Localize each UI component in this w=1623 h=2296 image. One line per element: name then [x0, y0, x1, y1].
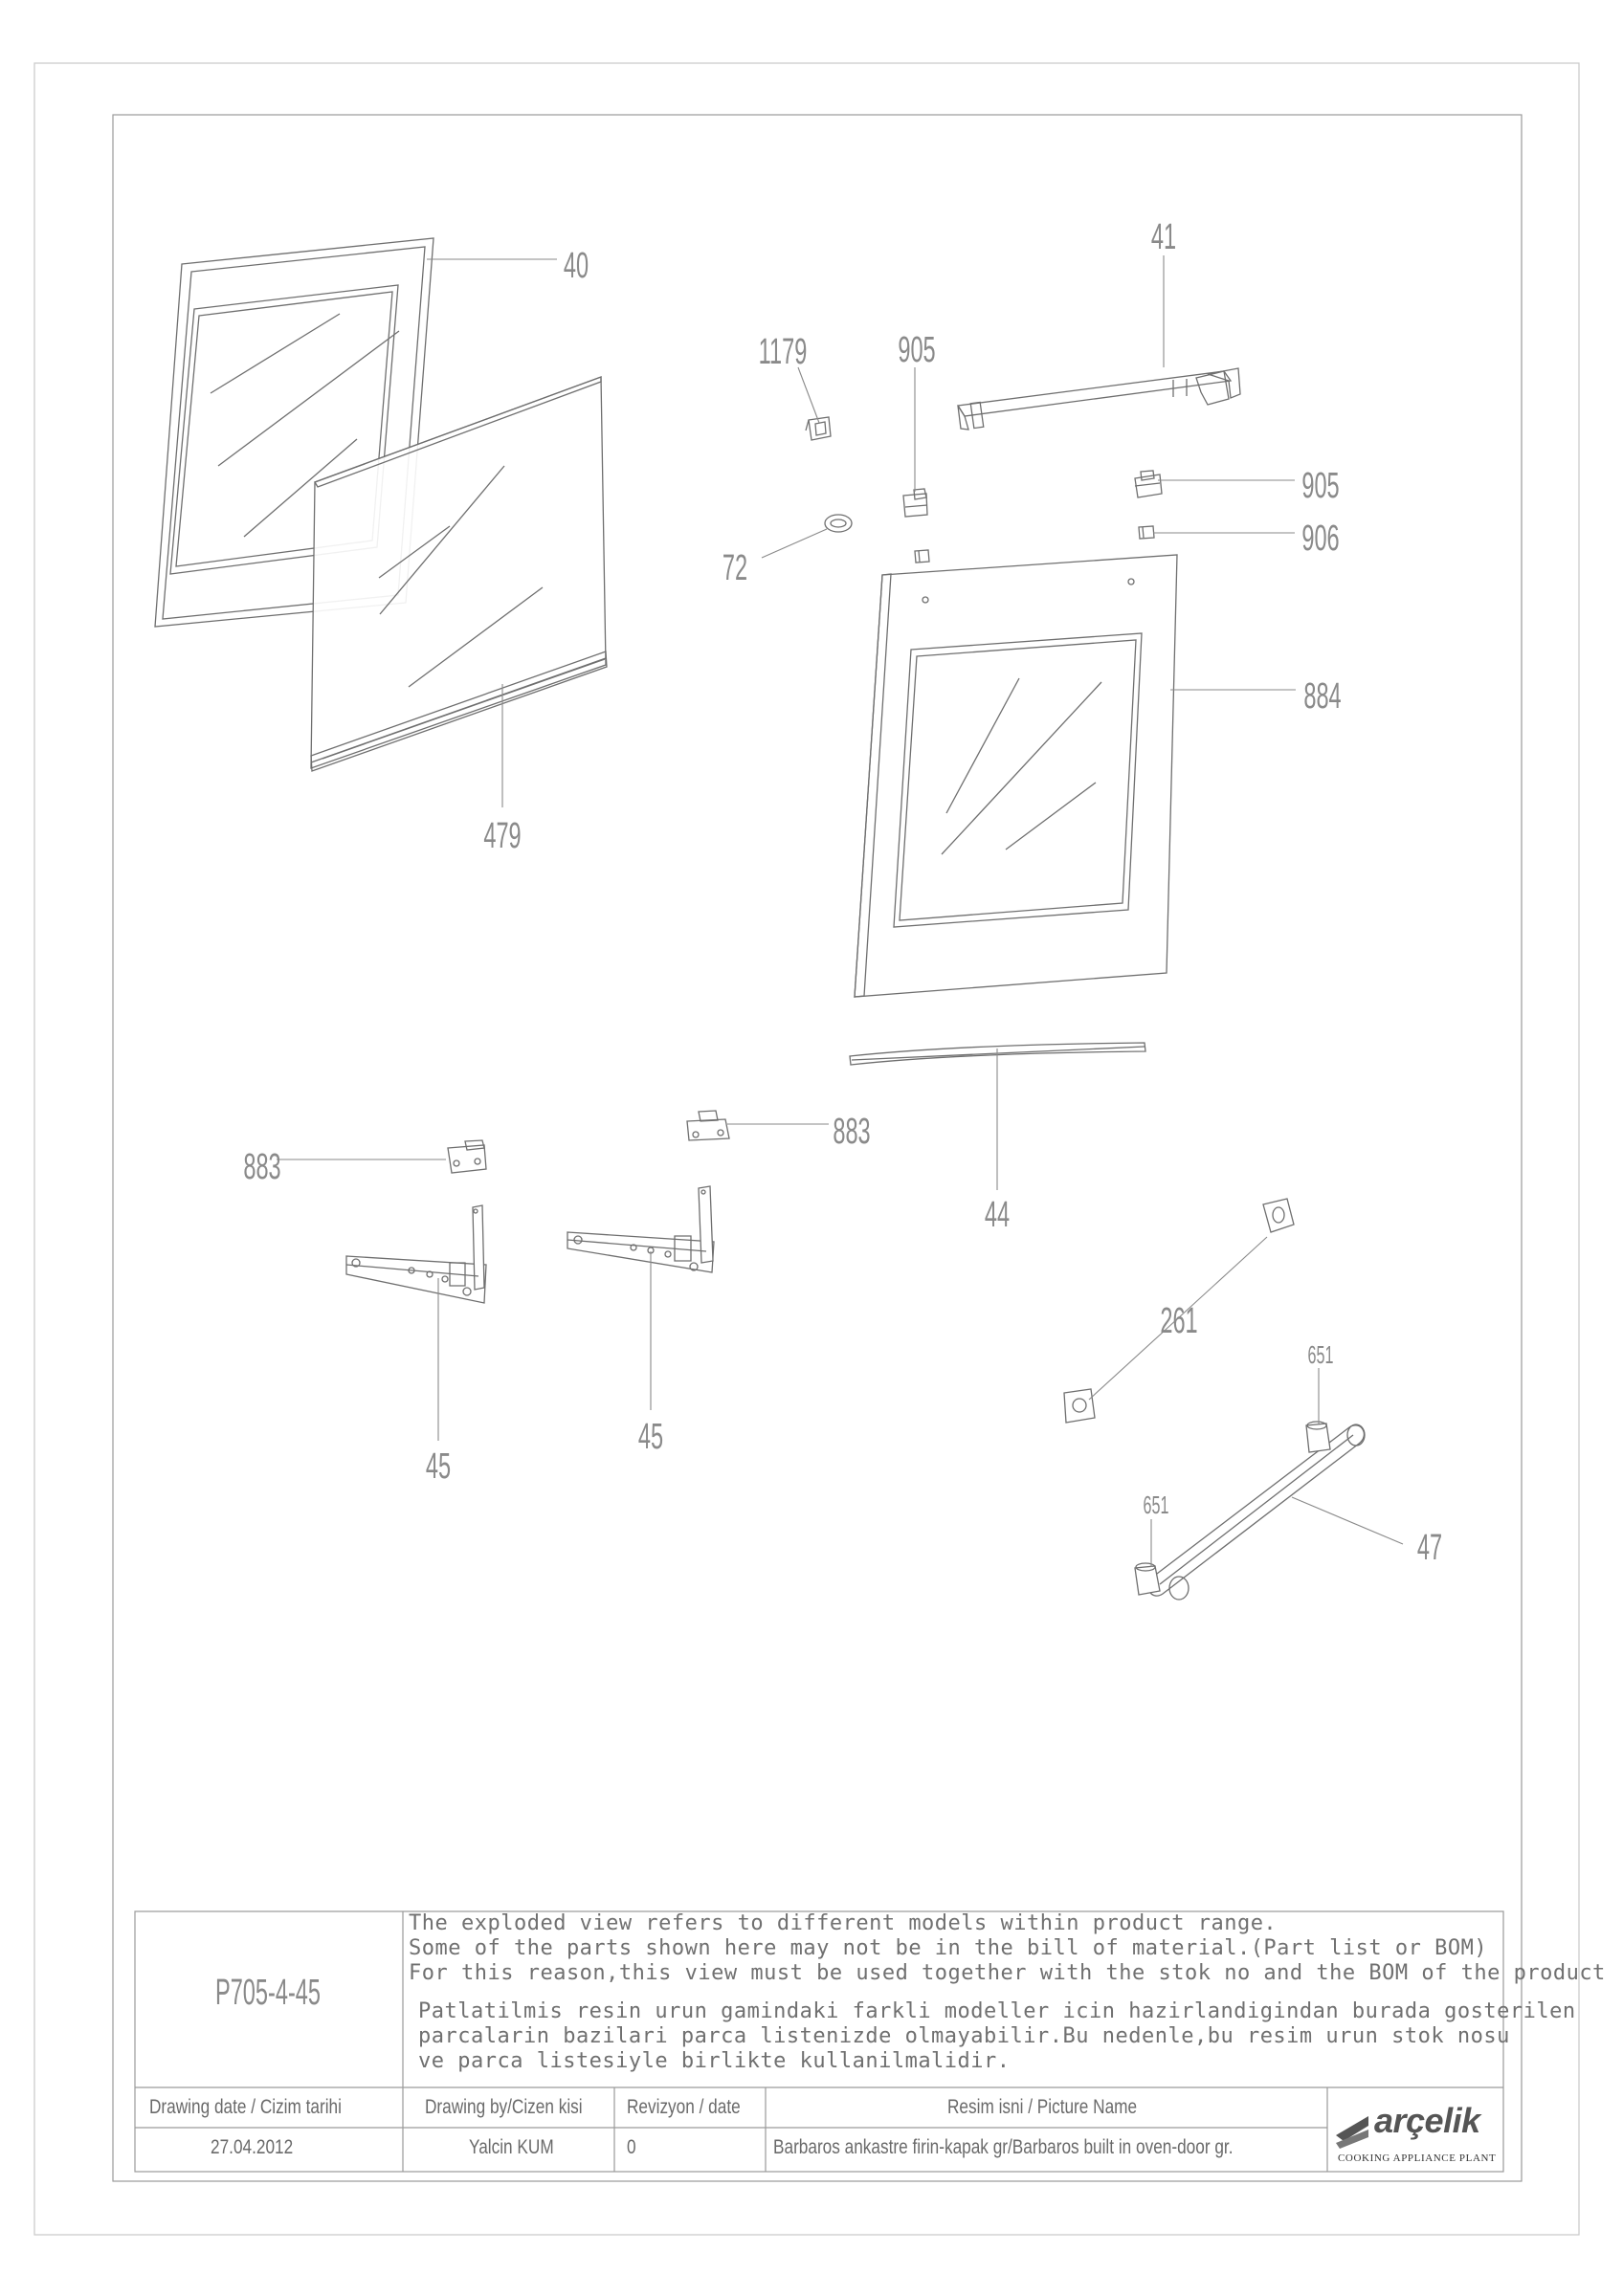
part-905-left-bracket [902, 488, 928, 518]
part-45-left-hinge [345, 1204, 487, 1304]
part-45-right-hinge [567, 1185, 715, 1273]
part-261-lower-spacer [1063, 1388, 1096, 1424]
part-47-handle [1147, 1424, 1366, 1597]
part-1179-clip [805, 416, 832, 441]
header-drawing-date: Drawing date / Cizim tarihi [149, 2096, 342, 2118]
callout-p261: 261 [1160, 1299, 1197, 1340]
part-651-upper-end-cap [1305, 1421, 1331, 1453]
note-tr-line-1: Patlatilmis resin urun gamindaki farkli … [418, 1999, 1576, 2023]
part-72-ring [824, 514, 853, 533]
value-drawing-by: Yalcin KUM [469, 2136, 554, 2158]
arcelik-logo-icon [1336, 2116, 1368, 2149]
callout-p1179: 1179 [759, 330, 808, 371]
callout-p45b: 45 [638, 1415, 663, 1456]
callout-labels: 40 41 1179 905 905 906 72 884 479 44 883 883 45 45 261… [243, 215, 1442, 1567]
leader-lines [277, 255, 1404, 1567]
callout-p905b: 905 [1301, 464, 1339, 505]
part-41-top-profile [956, 367, 1241, 430]
outer-border [33, 62, 1580, 2236]
drawing-code: P705-4-45 [214, 1973, 322, 2013]
callout-p905a: 905 [898, 328, 935, 369]
brand-subtitle: COOKING APPLIANCE PLANT [1338, 2152, 1497, 2164]
note-en-line-3: For this reason,this view must be used t… [409, 1961, 1606, 1985]
callout-p479: 479 [483, 814, 521, 855]
part-883-left-hinge-clip [447, 1139, 487, 1174]
brand-name: arçelik [1374, 2101, 1480, 2140]
part-884-inner-door-frame [854, 554, 1178, 998]
callout-p45a: 45 [426, 1445, 451, 1486]
callout-p47: 47 [1417, 1526, 1442, 1567]
part-906-clip-left [914, 549, 930, 563]
header-picture-name: Resim isni / Picture Name [947, 2096, 1138, 2118]
note-tr-line-2: parcalarin bazilari parca listenizde olm… [418, 2024, 1510, 2048]
callout-p651b: 651 [1144, 1490, 1169, 1519]
callout-p883a: 883 [243, 1145, 280, 1186]
callout-p41: 41 [1151, 215, 1176, 256]
header-drawing-by: Drawing by/Cizen kisi [425, 2096, 583, 2118]
callout-p884: 884 [1303, 674, 1341, 716]
value-drawing-date: 27.04.2012 [211, 2136, 294, 2158]
note-en-line-1: The exploded view refers to different mo… [409, 1911, 1278, 1935]
value-revision: 0 [627, 2136, 636, 2158]
part-883-middle-hinge-clip [686, 1110, 730, 1141]
header-revision: Revizyon / date [627, 2096, 741, 2118]
callout-p44: 44 [985, 1193, 1010, 1234]
part-905-right-bracket [1134, 470, 1163, 498]
part-261-upper-spacer [1262, 1198, 1295, 1233]
part-651-lower-end-cap [1134, 1562, 1189, 1601]
callout-p40: 40 [564, 244, 589, 285]
callout-p906: 906 [1301, 517, 1339, 558]
note-en-line-2: Some of the parts shown here may not be … [409, 1936, 1488, 1960]
value-picture-name: Barbaros ankastre firin-kapak gr/Barbaro… [773, 2136, 1234, 2158]
title-block-grid [134, 1910, 1504, 2173]
part-479-inner-glass [310, 376, 608, 772]
callout-p651a: 651 [1308, 1340, 1334, 1369]
callout-p883b: 883 [833, 1110, 870, 1151]
inner-border [112, 114, 1523, 2182]
callout-p72: 72 [723, 546, 747, 587]
part-906-clip [1138, 525, 1155, 540]
note-tr-line-3: ve parca listesiyle birlikte kullanilmal… [418, 2049, 1011, 2073]
